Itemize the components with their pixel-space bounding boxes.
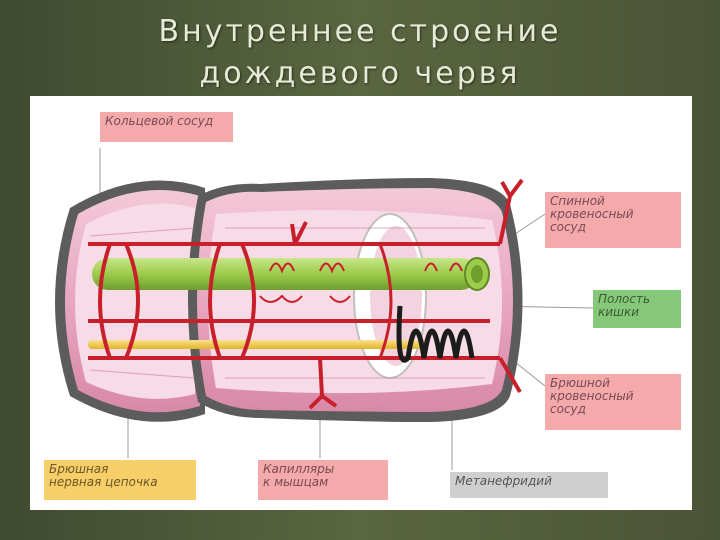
body-segment-right bbox=[188, 178, 523, 422]
label-ventral-nerve-chain: Брюшная нервная цепочка bbox=[44, 460, 196, 500]
label-ring-vessel-text: Кольцевой сосуд bbox=[105, 115, 228, 128]
label-dorsal-vessel-line-3: сосуд bbox=[550, 221, 676, 234]
label-gut-cavity-line-2: кишки bbox=[598, 306, 676, 319]
ventral-nerve-chain bbox=[88, 340, 428, 349]
label-nerve-chain-line-2: нервная цепочка bbox=[49, 476, 191, 489]
label-gut-cavity: Полость кишки bbox=[593, 290, 681, 328]
diagram-panel: Кольцевой сосуд Спинной кровеносный сосу… bbox=[30, 96, 692, 510]
label-metanephridium: Метанефридий bbox=[450, 472, 608, 498]
intestine bbox=[92, 258, 489, 290]
label-capillaries: Капилляры к мышцам bbox=[258, 460, 388, 500]
label-ventral-vessel-line-3: сосуд bbox=[550, 403, 676, 416]
label-capillaries-line-2: к мышцам bbox=[263, 476, 383, 489]
label-ring-vessel: Кольцевой сосуд bbox=[100, 112, 233, 142]
label-metanephridium-text: Метанефридий bbox=[455, 475, 603, 488]
slide-title-line-2: дождевого червя bbox=[0, 56, 720, 92]
label-dorsal-vessel: Спинной кровеносный сосуд bbox=[545, 192, 681, 248]
body-segment-left bbox=[55, 180, 205, 421]
slide-title-line-1: Внутреннее строение bbox=[0, 14, 720, 50]
label-ventral-vessel: Брюшной кровеносный сосуд bbox=[545, 374, 681, 430]
